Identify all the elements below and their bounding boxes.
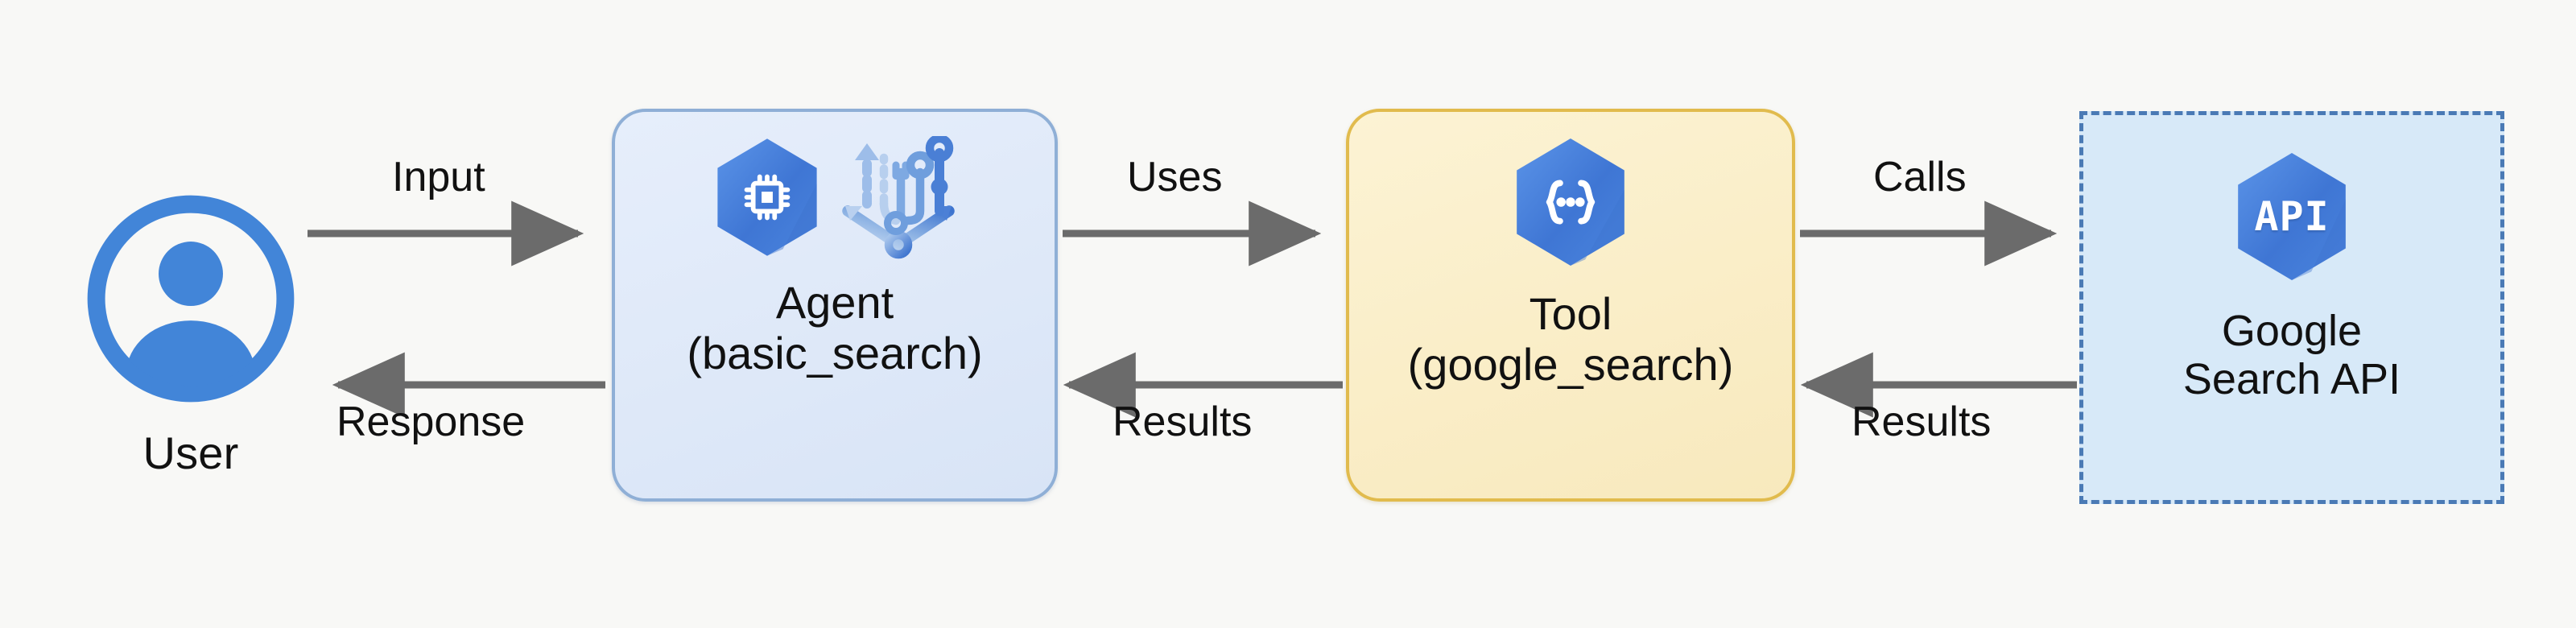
api-icon-group: API bbox=[2231, 151, 2353, 283]
edge-label-results-tool-agent: Results bbox=[1113, 399, 1253, 445]
edge-label-calls: Calls bbox=[1873, 154, 1967, 200]
agent-title-line1: Agent bbox=[775, 277, 894, 328]
node-tool[interactable]: Tool(google_search) bbox=[1346, 109, 1795, 502]
tool-title-line2: (google_search) bbox=[1407, 338, 1734, 390]
api-hexagon-icon: API bbox=[2231, 151, 2353, 283]
agent-title-line2: (basic_search) bbox=[687, 327, 983, 378]
tool-title: Tool(google_search) bbox=[1407, 288, 1734, 390]
code-braces-hexagon-icon bbox=[1509, 136, 1632, 268]
edge-label-uses: Uses bbox=[1127, 154, 1223, 200]
api-title-line2: Search API bbox=[2182, 355, 2401, 404]
api-hexagon-label: API bbox=[2254, 193, 2330, 240]
tool-title-line1: Tool bbox=[1529, 288, 1612, 339]
node-agent[interactable]: Agent(basic_search) bbox=[612, 109, 1058, 502]
agent-icon-group bbox=[711, 134, 959, 259]
tool-icon-group bbox=[1509, 136, 1632, 268]
agent-flow-icon bbox=[838, 134, 959, 259]
user-label: User bbox=[142, 428, 239, 478]
node-user[interactable]: User bbox=[48, 185, 338, 523]
agent-title: Agent(basic_search) bbox=[687, 277, 983, 378]
cpu-hexagon-icon bbox=[711, 136, 824, 258]
edge-label-results-api-tool: Results bbox=[1852, 399, 1992, 445]
api-title-line1: Google bbox=[2221, 307, 2363, 355]
user-avatar-icon bbox=[87, 195, 295, 403]
edge-label-input: Input bbox=[392, 154, 485, 200]
edge-label-response: Response bbox=[336, 399, 526, 445]
